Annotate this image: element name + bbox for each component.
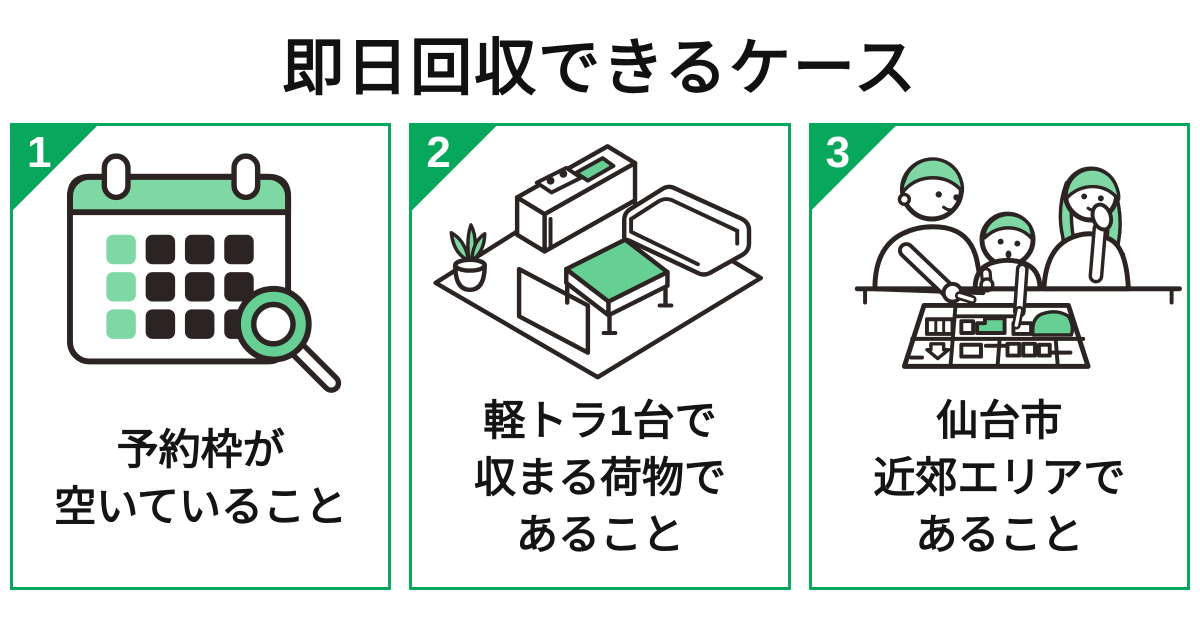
cards-row: 1 [0, 123, 1200, 590]
header: 即日回収できるケース [0, 0, 1200, 123]
calendar [67, 153, 292, 365]
card-truck-load: 2 [409, 123, 791, 590]
potted-plant [449, 223, 488, 292]
highlighted-area [1030, 310, 1074, 337]
father [872, 157, 986, 296]
mother [1041, 166, 1131, 292]
card-area: 3 [808, 123, 1190, 590]
family-map-illustration [854, 157, 1182, 369]
child [972, 211, 1043, 293]
calendar-search-illustration [67, 153, 342, 393]
caption-line: 仙台市 [936, 397, 1063, 444]
card-reservation: 1 [10, 123, 392, 590]
card-caption: 軽トラ1台で 収まる荷物で あること [412, 388, 787, 567]
furniture-room-icon [412, 126, 787, 426]
calendar-search-icon [13, 126, 388, 426]
caption-line: 近郊エリアで [873, 454, 1126, 501]
map-pin-arrow [924, 342, 950, 361]
caption-line: 軽トラ1台で [483, 397, 717, 444]
magnifier-icon [235, 285, 342, 393]
card-number: 2 [426, 128, 451, 177]
calendar-cells [106, 234, 254, 339]
card-number: 1 [27, 128, 52, 177]
caption-line: あること [515, 511, 684, 558]
father-pointing-arm [897, 242, 977, 305]
caption-line: 空いていること [54, 482, 348, 530]
child-pointing-arm [1011, 262, 1029, 330]
card-caption: 仙台市 近郊エリアで あること [812, 388, 1187, 567]
mattress-panel [517, 266, 591, 355]
caption-line: 収まる荷物で [473, 454, 726, 501]
map [901, 303, 1091, 369]
family-map-icon [812, 126, 1187, 426]
page-title: 即日回収できるケース [282, 33, 918, 103]
sofa [622, 184, 752, 277]
low-table [564, 237, 674, 336]
card-number: 3 [825, 128, 851, 177]
highlighted-building [974, 316, 1007, 335]
caption-line: 予約枠が [116, 425, 285, 473]
card-caption: 予約枠が 空いていること [13, 388, 388, 567]
kitchen-counter [515, 144, 638, 254]
furniture-room-illustration [433, 144, 764, 380]
caption-line: あること [915, 511, 1084, 558]
